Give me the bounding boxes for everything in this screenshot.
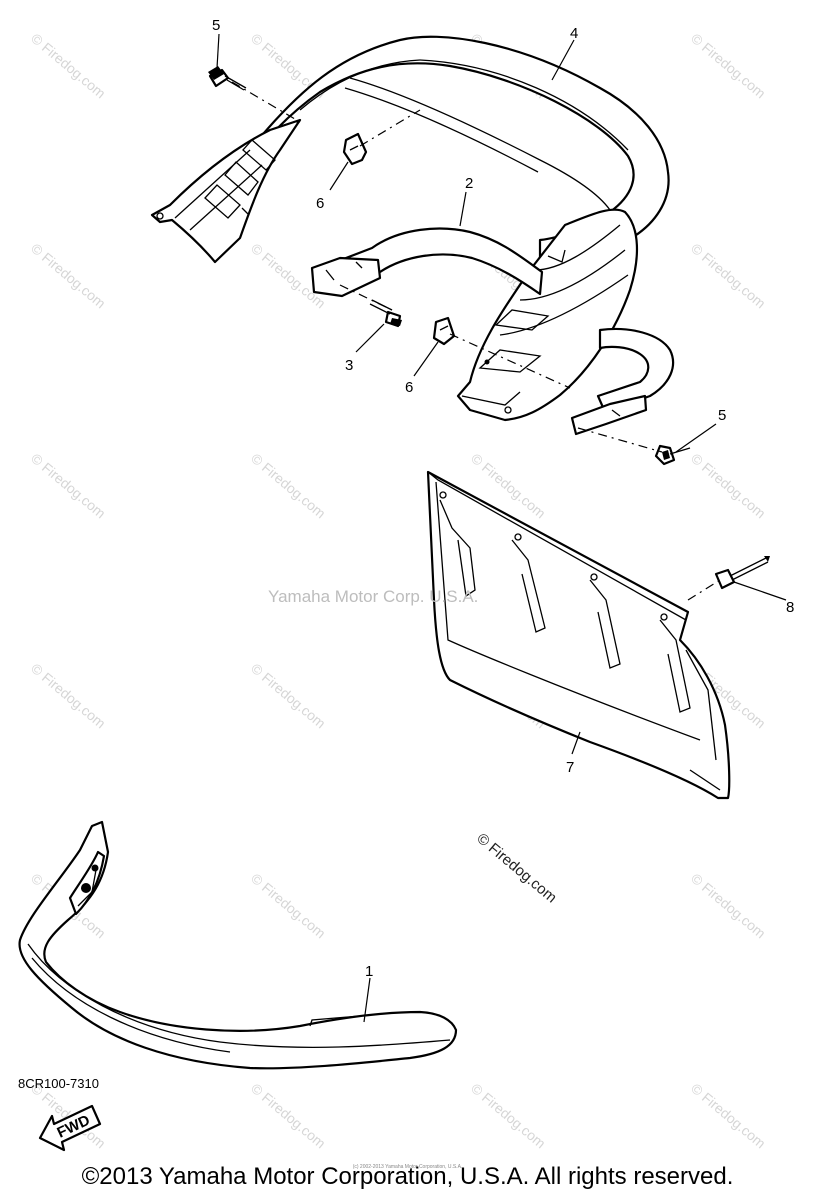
bolt-3 [369, 299, 402, 328]
callout-5-right: 5 [718, 407, 726, 424]
callouts: 5 4 2 6 3 6 5 8 7 1 [212, 17, 794, 980]
callout-4: 4 [570, 25, 578, 42]
callout-3: 3 [345, 357, 353, 374]
watermark-tile: © Firedog.com [688, 870, 769, 941]
watermark-tile: © Firedog.com [28, 660, 109, 731]
watermark-tile: © Firedog.com [248, 1080, 329, 1151]
callout-6-left: 6 [316, 195, 324, 212]
watermark-tile: © Firedog.com [28, 240, 109, 311]
callout-8: 8 [786, 599, 794, 616]
clip-6-center [432, 316, 456, 346]
watermark-tile: © Firedog.com [248, 450, 329, 521]
callout-7: 7 [566, 759, 574, 776]
rivet-8 [714, 556, 770, 590]
clip-6-left [342, 132, 368, 166]
watermark-tile: © Firedog.com [688, 240, 769, 311]
watermark-tile: © Firedog.com [688, 1080, 769, 1151]
watermark-center-text: Yamaha Motor Corp. U.S.A. [268, 587, 478, 606]
callout-6-center: 6 [405, 379, 413, 396]
watermark-firedog-dark: © Firedog.com [473, 830, 559, 906]
callout-1: 1 [365, 963, 373, 980]
watermark-tile: © Firedog.com [248, 870, 329, 941]
watermark-tile: © Firedog.com [688, 30, 769, 101]
tiny-copyright: (c) 2002-2013 Yamaha Motor Corporation, … [352, 1164, 463, 1170]
diagram-code: 8CR100-7310 [18, 1076, 99, 1091]
watermark-tile: © Firedog.com [28, 30, 109, 101]
fastener-5-top [208, 66, 247, 91]
part-1-front-bumper [18, 820, 458, 1070]
watermark-tile: © Firedog.com [688, 450, 769, 521]
callout-2: 2 [465, 175, 473, 192]
fastener-5-right [654, 444, 691, 466]
watermark-tile: © Firedog.com [468, 1080, 549, 1151]
part-2-rear-bumper [310, 227, 675, 436]
assembly-lines [231, 81, 721, 601]
leader-lines [216, 33, 787, 1023]
part-4-rear-grab-bar [150, 35, 670, 422]
copyright-notice: ©2013 Yamaha Motor Corporation, U.S.A. A… [81, 1163, 734, 1190]
watermark-tile: © Firedog.com [28, 450, 109, 521]
part-7-snow-flap [426, 470, 731, 800]
watermark-tile: © Firedog.com [248, 660, 329, 731]
callout-5-top: 5 [212, 17, 220, 34]
